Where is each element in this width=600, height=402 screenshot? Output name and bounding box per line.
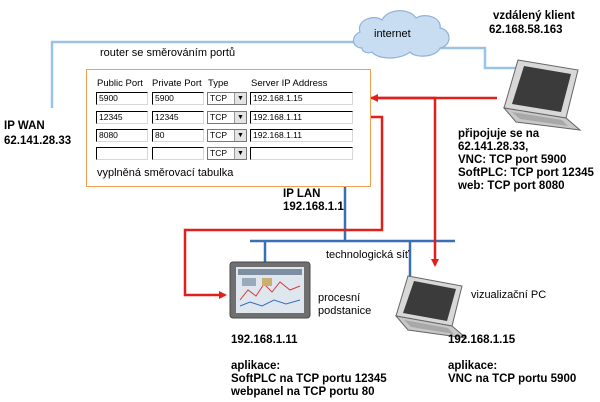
client-connect-line: VNC: TCP port 5900 [458, 154, 567, 166]
router-table-caption: vyplněná směrovací tabulka [97, 167, 234, 179]
col-header-type: Type [208, 78, 229, 89]
wan-ip: 62.141.28.33 [4, 135, 72, 147]
vizpc-label: vizualizační PC [471, 289, 547, 301]
visualization-pc-icon [394, 275, 468, 339]
internet-cloud-icon [352, 10, 450, 59]
vizpc-app-line: VNC na TCP portu 5900 [448, 373, 577, 385]
server-ip-field[interactable]: 192.168.1.15 [250, 92, 353, 105]
router-box [86, 69, 371, 187]
vizpc-app-title: aplikace: [448, 360, 498, 372]
col-header-private-port: Private Port [152, 78, 202, 89]
process-station-icon [229, 261, 311, 319]
client-connect-line: web: TCP port 8080 [458, 180, 565, 192]
vizpc-ip: 192.168.1.15 [448, 334, 516, 346]
public-port-field[interactable]: 8080 [96, 129, 148, 142]
server-ip-field[interactable]: 192.168.1.11 [250, 111, 353, 124]
public-port-field[interactable]: 5900 [96, 92, 148, 105]
forward-arrow-12345 [183, 115, 384, 299]
type-select-value: TCP [210, 130, 227, 140]
client-title: vzdálený klient [493, 10, 575, 22]
station-app-line: webpanel na TCP portu 80 [231, 386, 375, 398]
public-port-field[interactable] [96, 147, 148, 160]
chevron-down-icon: ▼ [234, 112, 246, 123]
server-ip-field[interactable] [250, 147, 353, 160]
type-select[interactable]: TCP ▼ [207, 147, 247, 160]
type-select-value: TCP [210, 93, 227, 103]
private-port-field[interactable]: 5900 [152, 92, 204, 105]
private-port-field[interactable]: 12345 [152, 111, 204, 124]
internet-label: internet [374, 28, 411, 40]
type-select-value: TCP [210, 148, 227, 158]
router-title: router se směrováním portů [100, 47, 236, 59]
station-label: procesní [318, 292, 361, 304]
private-port-field[interactable]: 80 [152, 129, 204, 142]
internet-to-client-line [438, 46, 520, 70]
type-select-value: TCP [210, 112, 227, 122]
lan-label: IP LAN [283, 188, 321, 200]
type-select[interactable]: TCP ▼ [207, 111, 247, 124]
public-port-field[interactable]: 12345 [96, 111, 148, 124]
chevron-down-icon: ▼ [234, 130, 246, 141]
chevron-down-icon: ▼ [234, 93, 246, 104]
chevron-down-icon: ▼ [234, 148, 246, 159]
server-ip-field[interactable]: 192.168.1.11 [250, 129, 353, 142]
client-ip: 62.168.58.163 [489, 24, 563, 36]
wan-link-line [50, 40, 358, 108]
col-header-public-port: Public Port [97, 78, 143, 89]
lan-ip: 192.168.1.1 [283, 201, 344, 213]
station-label: podstanice [318, 305, 372, 317]
private-port-field[interactable] [152, 147, 204, 160]
col-header-server-ip: Server IP Address [251, 78, 328, 89]
type-select[interactable]: TCP ▼ [207, 129, 247, 142]
station-ip: 192.168.1.11 [231, 334, 298, 346]
client-laptop-icon [502, 59, 582, 131]
type-select[interactable]: TCP ▼ [207, 92, 247, 105]
client-connect-line: SoftPLC: TCP port 12345 [458, 167, 594, 179]
station-app-title: aplikace: [231, 360, 281, 372]
network-label: technologická síť [326, 249, 410, 261]
station-app-line: SoftPLC na TCP portu 12345 [231, 373, 387, 385]
client-connect-line: 62.141.28.33, [458, 141, 529, 153]
client-connect-line: připojuje se na [458, 128, 540, 140]
wan-label: IP WAN [4, 120, 45, 132]
